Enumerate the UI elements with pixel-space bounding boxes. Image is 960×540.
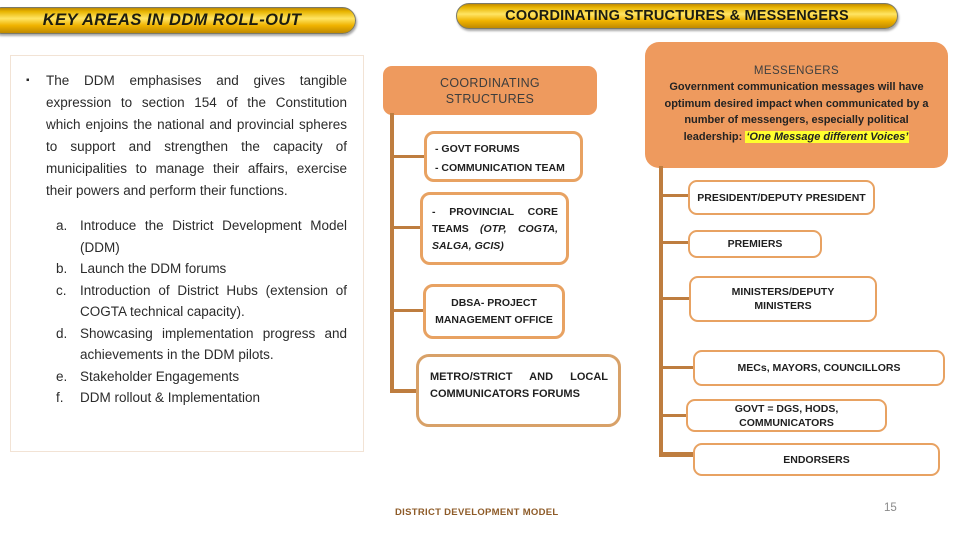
provincial-core-teams-text: - PROVINCIAL CORE TEAMS [432,206,558,235]
key-areas-list: a. Introduce the District Development Mo… [56,215,347,409]
connector-stub [662,241,688,244]
connector-stub [393,155,424,158]
footer-label: DISTRICT DEVELOPMENT MODEL [395,507,559,518]
slide-title-left-text: KEY AREAS IN DDM ROLL-OUT [42,11,302,29]
connector-elbow [659,452,693,457]
intro-paragraph: ▪ The DDM emphasises and gives tangible … [26,70,347,202]
provincial-core-teams-box: - PROVINCIAL CORE TEAMS (OTP, COGTA, SAL… [420,192,569,265]
list-item-text: Introduction of District Hubs (extension… [80,282,347,320]
list-marker: e. [56,368,68,384]
govt-forums-line: - GOVT FORUMS [435,143,520,155]
messengers-paragraph: Government communication messages will h… [654,79,939,145]
key-areas-panel: ▪ The DDM emphasises and gives tangible … [10,55,364,452]
connector-stub [662,414,686,417]
connector-vertical-line [659,166,663,457]
list-item: d. Showcasing implementation progress an… [56,323,347,366]
coordinating-header-line1: COORDINATING [440,75,540,90]
slide-title-left: KEY AREAS IN DDM ROLL-OUT [0,7,356,34]
messengers-highlight-text: ‘One Message different Voices’ [745,130,910,143]
list-item: c. Introduction of District Hubs (extens… [56,280,347,323]
govt-dgs-hods-box: GOVT = DGS, HODS, COMMUNICATORS [686,399,887,432]
coordinating-structures-header: COORDINATING STRUCTURES [383,66,597,115]
list-item-text: Launch the DDM forums [80,261,227,276]
list-item: f. DDM rollout & Implementation [56,387,347,409]
president-box-text: PRESIDENT/DEPUTY PRESIDENT [697,191,866,204]
connector-stub [393,226,420,229]
dbsa-pmo-box: DBSA- PROJECT MANAGEMENT OFFICE [423,284,565,339]
mecs-mayors-councillors-box: MECs, MAYORS, COUNCILLORS [693,350,945,386]
list-item: e. Stakeholder Engagements [56,366,347,388]
connector-stub [393,309,423,312]
square-bullet-icon: ▪ [26,75,30,86]
messengers-header: MESSENGERS Government communication mess… [645,42,948,168]
list-marker: f. [56,390,64,405]
provincial-core-teams-detail: (OTP, COGTA, SALGA, GCIS) [432,223,558,252]
connector-vertical-line [390,113,394,393]
page-number: 15 [884,502,897,514]
endorsers-box: ENDORSERS [693,443,940,476]
metro-local-forums-box: METRO/STRICT AND LOCAL COMMUNICATORS FOR… [416,354,621,427]
messengers-title: MESSENGERS [753,65,840,77]
metro-local-forums-text: METRO/STRICT AND LOCAL COMMUNICATORS FOR… [430,371,608,400]
connector-stub [662,194,688,197]
ministers-box-text: MINISTERS/DEPUTY MINISTERS [731,286,835,312]
list-marker: c. [56,282,67,298]
list-marker: d. [56,325,68,341]
president-box: PRESIDENT/DEPUTY PRESIDENT [688,180,875,215]
slide-title-right: COORDINATING STRUCTURES & MESSENGERS [456,3,898,29]
slide-title-right-text: COORDINATING STRUCTURES & MESSENGERS [505,8,849,24]
coordinating-header-line2: STRUCTURES [445,91,535,106]
connector-stub [662,297,689,300]
connector-stub [662,366,693,369]
list-item-text: DDM rollout & Implementation [80,390,261,405]
list-marker: b. [56,261,68,276]
list-item: b. Launch the DDM forums [56,258,347,280]
list-item-text: Showcasing implementation progress and a… [80,325,347,363]
mecs-box-text: MECs, MAYORS, COUNCILLORS [737,362,901,374]
endorsers-box-text: ENDORSERS [783,453,850,466]
intro-paragraph-text: The DDM emphasises and gives tangible ex… [46,73,347,198]
communication-team-line: - COMMUNICATION TEAM [435,162,565,174]
govt-dgs-hods-box-text: GOVT = DGS, HODS, COMMUNICATORS [734,402,839,429]
govt-forums-box: - GOVT FORUMS - COMMUNICATION TEAM [424,131,583,182]
list-marker: a. [56,218,68,233]
messengers-paragraph-text: Government communication messages will h… [664,81,929,143]
list-item-text: Introduce the District Development Model… [80,218,347,255]
premiers-box: PREMIERS [688,230,822,258]
list-item: a. Introduce the District Development Mo… [56,215,347,258]
ministers-box: MINISTERS/DEPUTY MINISTERS [689,276,877,322]
premiers-box-text: PREMIERS [727,238,783,250]
list-item-text: Stakeholder Engagements [80,368,240,384]
dbsa-pmo-text: DBSA- PROJECT MANAGEMENT OFFICE [435,296,553,326]
connector-stub [390,389,416,393]
